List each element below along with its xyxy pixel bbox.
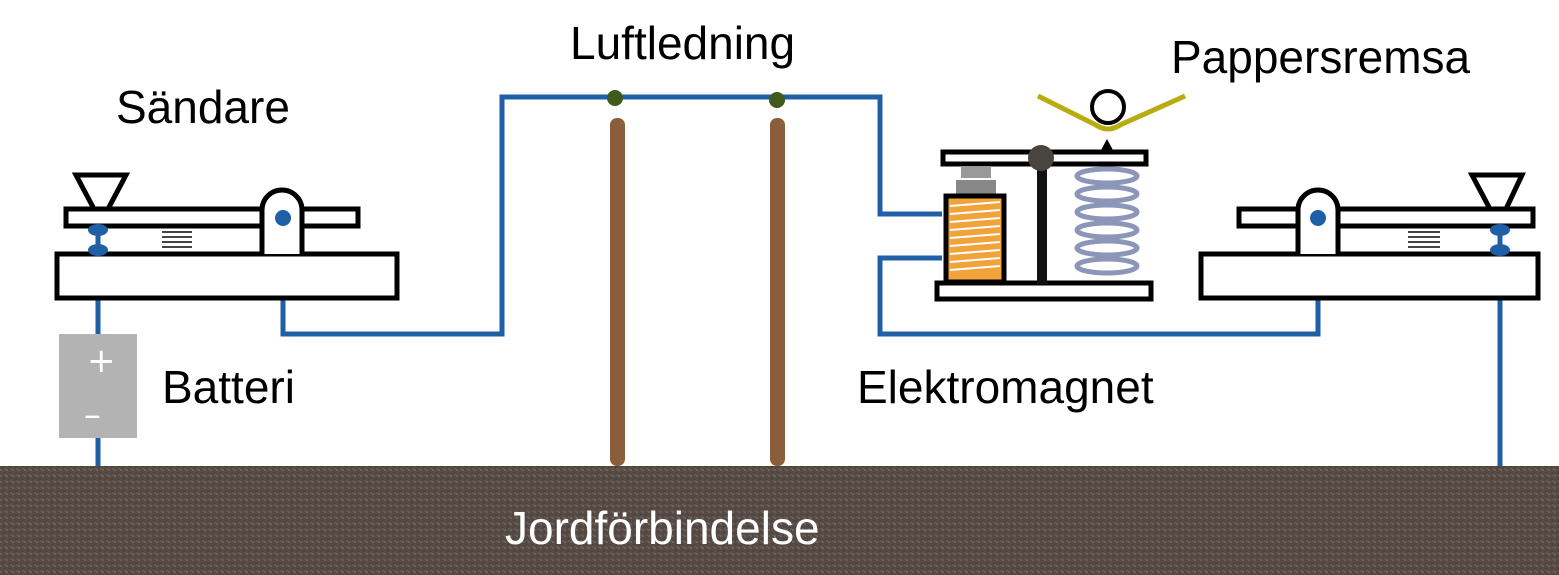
pivot-icon	[1028, 145, 1054, 171]
insulator	[769, 92, 785, 108]
spring-icon	[1074, 166, 1140, 276]
telegraph-pole-icon	[769, 92, 785, 466]
paper-roll	[1090, 89, 1126, 125]
telegraph-key-icon	[54, 172, 400, 301]
coil-windings	[949, 201, 1001, 271]
receiver-base	[934, 280, 1154, 302]
magnet-core	[961, 166, 991, 178]
battery-label: Batteri	[162, 361, 295, 413]
sender-knob	[71, 172, 131, 212]
stylus-icon	[1100, 139, 1114, 152]
telegraph-key-icon	[1198, 172, 1541, 301]
sender-lever	[63, 206, 361, 229]
paper-strip	[1036, 93, 1187, 132]
pivot-post	[1037, 164, 1047, 284]
paper-strip-label: Pappersremsa	[1171, 31, 1471, 83]
paper-roll-icon	[1036, 89, 1187, 132]
sender-base	[54, 251, 400, 301]
telegraph-pole-icon	[607, 90, 625, 466]
insulator	[607, 90, 623, 106]
electromagnet-icon	[934, 139, 1154, 302]
overhead-wire	[280, 94, 942, 337]
battery-minus-sign: –	[84, 395, 101, 435]
ground-strip	[0, 466, 1559, 575]
battery-plus-sign: +	[87, 341, 116, 381]
spring-icon	[162, 231, 192, 248]
electromagnet-label: Elektromagnet	[857, 361, 1154, 413]
sender-label: Sändare	[116, 81, 290, 133]
battery-icon	[59, 334, 137, 438]
receiver-key-knob	[1467, 172, 1526, 212]
receiver-key-base	[1198, 251, 1541, 301]
overhead-line-label: Luftledning	[570, 17, 796, 69]
ground-label: Jordförbindelse	[505, 502, 820, 554]
spring-icon	[1408, 231, 1440, 248]
magnet-cap	[956, 180, 996, 194]
receiver-key-lever	[1236, 206, 1536, 229]
